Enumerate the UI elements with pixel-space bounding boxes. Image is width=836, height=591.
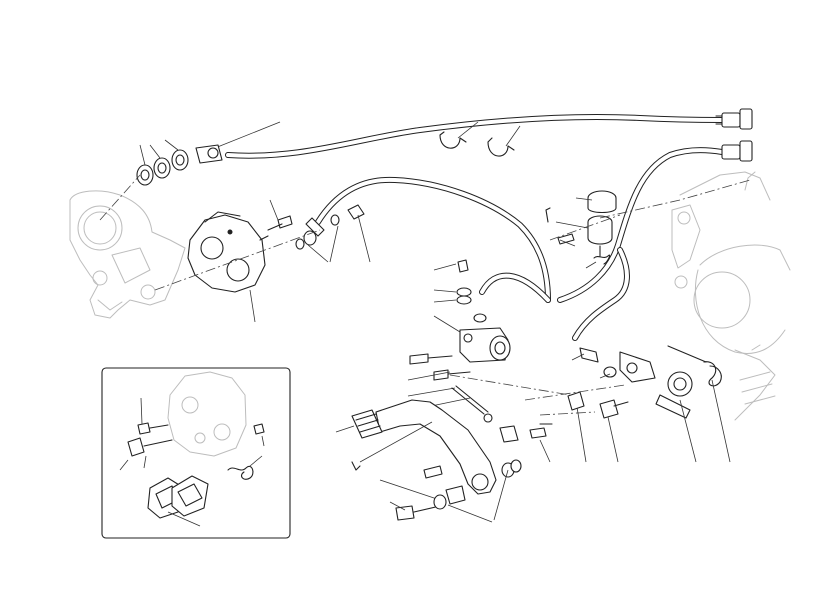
stop-light-switch-wiring bbox=[209, 108, 753, 303]
inset-caliper-outline bbox=[167, 371, 247, 457]
return-spring bbox=[571, 345, 731, 463]
fluid-reservoir bbox=[545, 190, 617, 269]
master-cylinder bbox=[433, 259, 511, 363]
switch-wire bbox=[351, 461, 361, 471]
brake-caliper bbox=[187, 211, 269, 323]
master-cylinder-bolts bbox=[407, 353, 471, 411]
brake-hose bbox=[305, 176, 630, 341]
caliper-bolts bbox=[267, 199, 371, 263]
engine-case-outline bbox=[671, 171, 791, 421]
inset-brake-pads bbox=[147, 475, 209, 527]
inset-box bbox=[101, 367, 291, 539]
inset-pad-spring bbox=[227, 423, 265, 480]
pedal-mount-bolts bbox=[539, 391, 629, 425]
brake-pedal bbox=[335, 399, 497, 501]
caliper-bracket-outline bbox=[69, 190, 186, 319]
hose-clips bbox=[439, 121, 521, 157]
pedal-pivot bbox=[389, 439, 551, 523]
push-rod bbox=[451, 385, 547, 443]
banjo-washers bbox=[136, 139, 223, 186]
alignment-lines bbox=[99, 174, 751, 416]
inset-pad-pins bbox=[119, 397, 173, 471]
